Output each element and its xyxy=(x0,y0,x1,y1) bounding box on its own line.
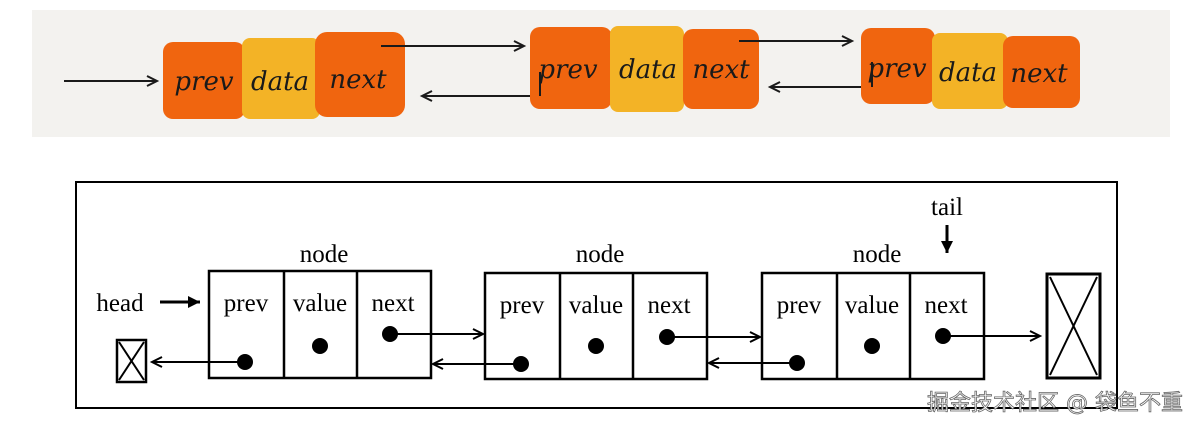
hand-drawn-diagram: prev data next prev data next prev data xyxy=(32,10,1170,137)
hand-next-label: next xyxy=(692,55,750,85)
next-field: next xyxy=(924,292,967,319)
hand-prev-block xyxy=(530,27,612,109)
hand-data-label: data xyxy=(939,58,997,88)
formal-node-1: node prev value next xyxy=(207,241,433,380)
prev-field: prev xyxy=(500,292,545,319)
prev-field: prev xyxy=(777,292,822,319)
value-dot xyxy=(312,338,328,354)
value-field: value xyxy=(293,290,347,317)
formal-diagram: head node prev value next node xyxy=(75,181,1118,409)
hand-node-3: prev data next xyxy=(861,28,1080,109)
hand-prev-block xyxy=(163,42,245,119)
hand-data-block xyxy=(610,26,684,112)
formal-node-3: node prev value next xyxy=(760,241,986,381)
node-title: node xyxy=(853,241,902,268)
hand-data-block xyxy=(242,38,320,119)
next-field: next xyxy=(371,290,414,317)
hand-node-1: prev data next xyxy=(163,32,405,119)
node-title: node xyxy=(576,241,625,268)
hand-node-2: prev data next xyxy=(530,26,759,112)
node-title: node xyxy=(300,241,349,268)
hand-data-label: data xyxy=(619,55,677,85)
prev-field: prev xyxy=(224,290,269,317)
hand-prev-label: prev xyxy=(174,67,233,97)
hand-data-block xyxy=(932,33,1008,109)
formal-node-2: node prev value next xyxy=(483,241,709,381)
hand-prev-block xyxy=(861,28,935,104)
value-field: value xyxy=(569,292,623,319)
head-label: head xyxy=(96,290,144,317)
hand-next-block xyxy=(683,29,759,109)
hand-next-label: next xyxy=(329,65,387,95)
null-box-left xyxy=(115,338,148,384)
hand-next-block xyxy=(1003,36,1080,108)
value-dot xyxy=(864,338,880,354)
hand-data-label: data xyxy=(251,67,309,97)
hand-next-block xyxy=(315,32,405,117)
next-field: next xyxy=(647,292,690,319)
tail-label: tail xyxy=(931,194,963,221)
watermark: 掘金技术社区 @ 袋鱼不重 xyxy=(927,391,1183,416)
value-dot xyxy=(588,338,604,354)
null-box-right xyxy=(1045,272,1102,380)
hand-next-label: next xyxy=(1010,59,1068,89)
hand-prev-label: prev xyxy=(867,54,926,84)
value-field: value xyxy=(845,292,899,319)
hand-prev-label: prev xyxy=(538,55,597,85)
